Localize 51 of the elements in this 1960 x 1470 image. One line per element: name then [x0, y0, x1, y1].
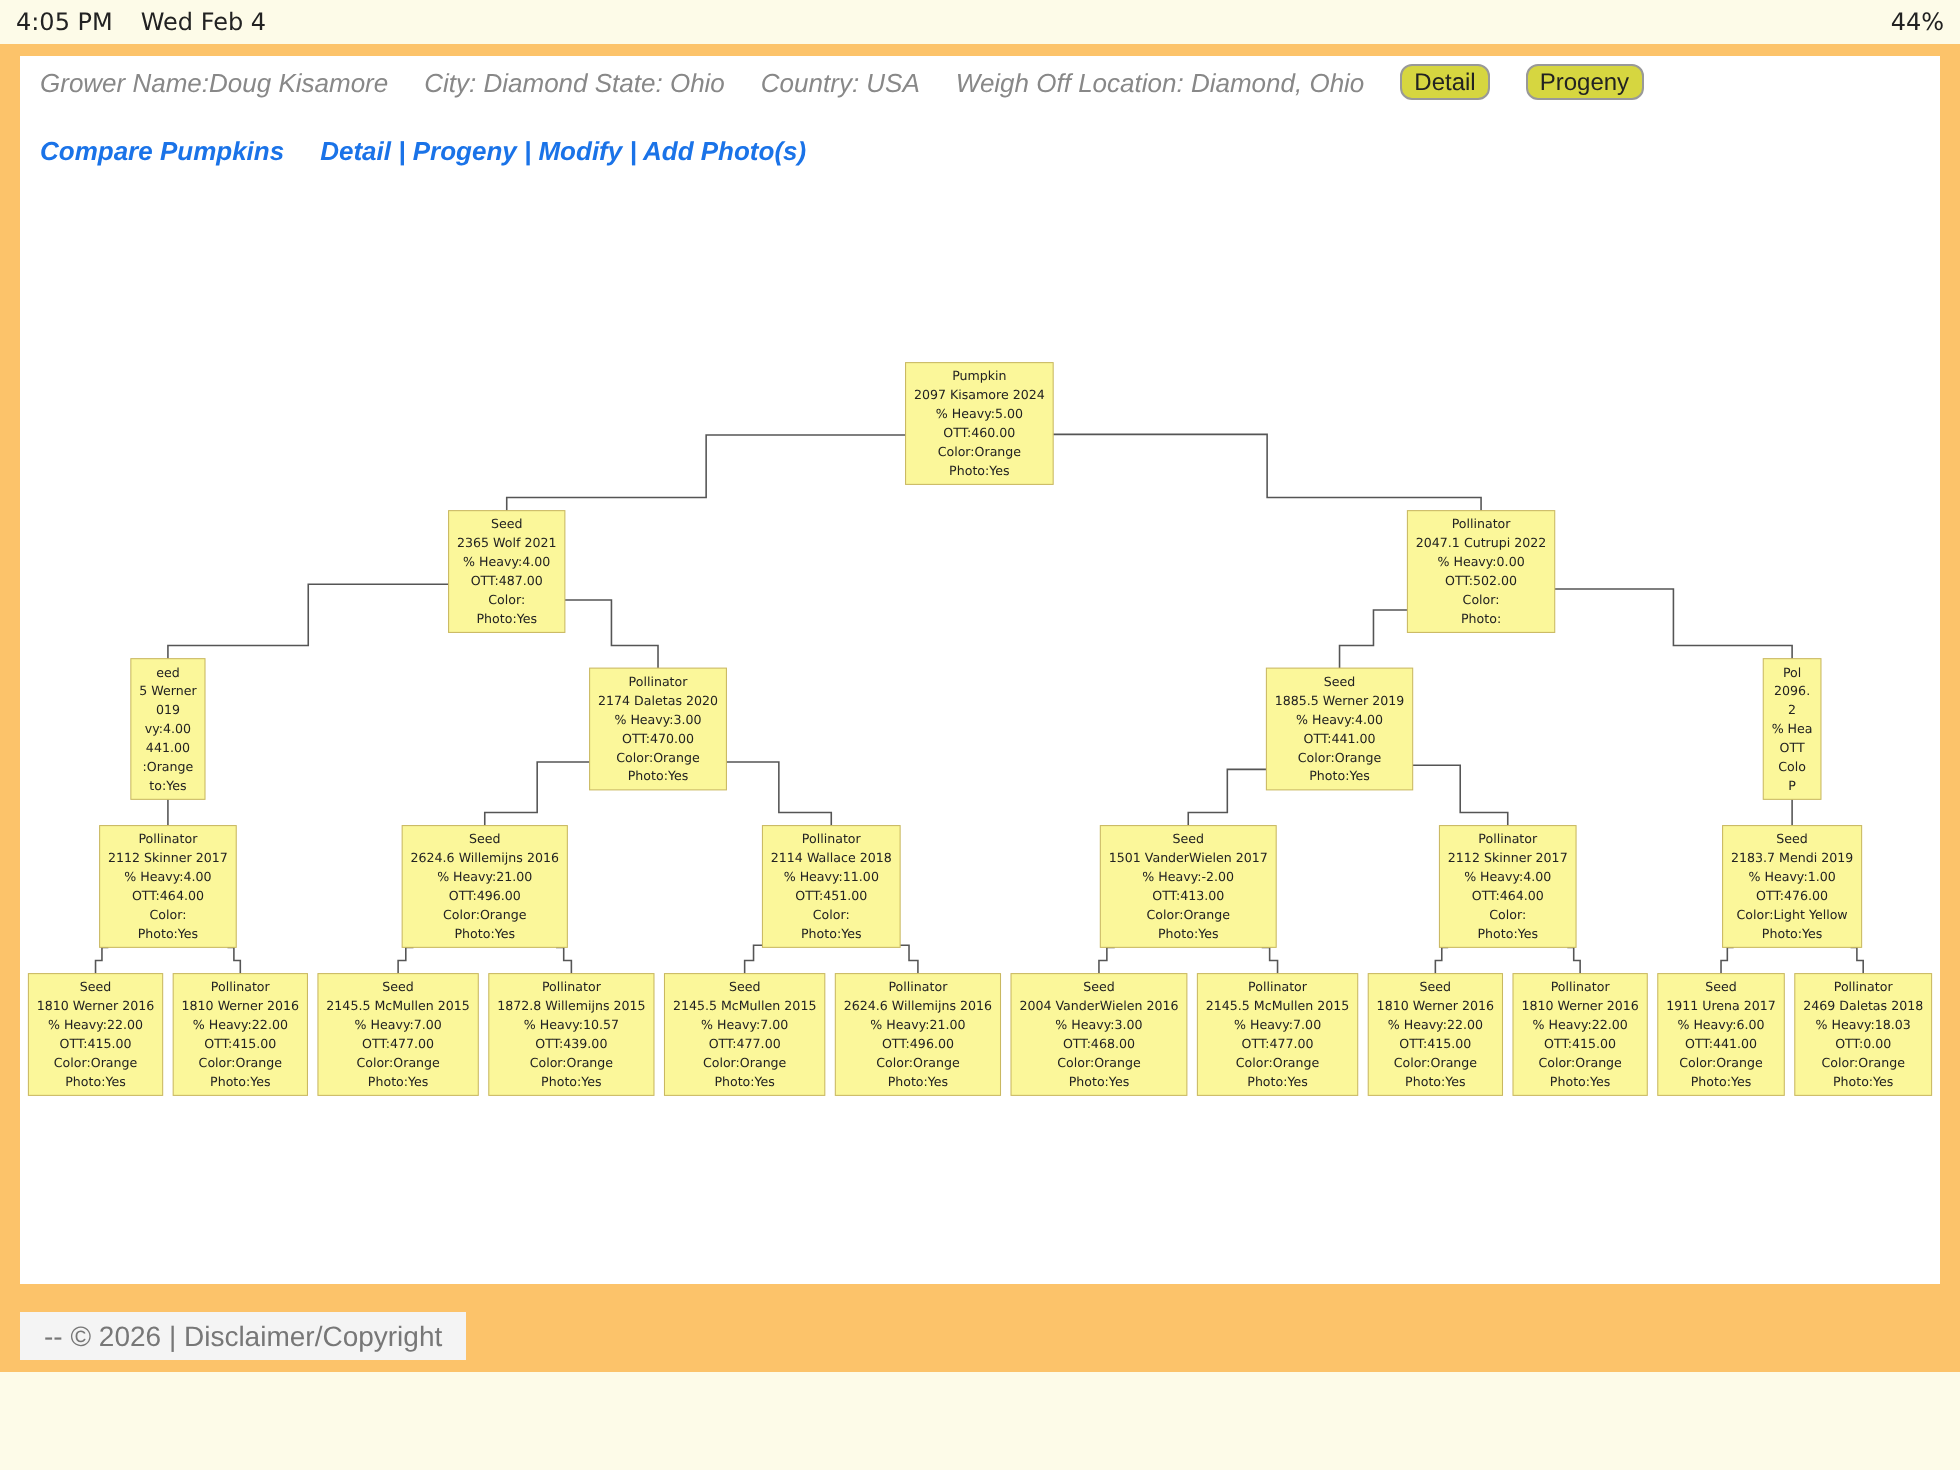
node-box — [589, 667, 727, 791]
action-links: Detail | Progeny | Modify | Add Photo(s) — [320, 136, 807, 166]
node-box — [448, 510, 566, 633]
grower-info: Grower Name:Doug Kisamore — [40, 67, 389, 97]
node-box — [1367, 973, 1504, 1096]
connector — [743, 944, 764, 975]
connector — [1187, 768, 1268, 827]
connector — [1553, 588, 1793, 660]
connector — [1052, 433, 1482, 512]
node-box — [663, 973, 826, 1096]
node-box — [1762, 658, 1822, 800]
location-info: City: Diamond State: Ohio — [424, 67, 725, 97]
connector — [725, 761, 833, 827]
status-time: 4:05 PM — [16, 8, 113, 36]
node-box — [1099, 825, 1277, 948]
node-box — [1722, 825, 1863, 948]
node-box — [905, 362, 1054, 485]
node-box — [488, 973, 655, 1096]
node-box — [172, 973, 308, 1096]
node-box — [99, 825, 237, 948]
node-box — [130, 658, 206, 800]
node-box — [1196, 973, 1359, 1096]
node-box — [1406, 510, 1556, 633]
connector — [1791, 798, 1793, 827]
country-info: Country: USA — [760, 67, 920, 97]
node-box — [317, 973, 479, 1096]
connector — [899, 944, 919, 975]
compare-link: Compare Pumpkins — [40, 136, 285, 166]
connector — [1411, 764, 1509, 827]
battery-level: 44% — [1890, 8, 1944, 36]
status-date: Wed Feb 4 — [140, 8, 267, 36]
connector — [483, 761, 591, 827]
connector — [505, 434, 907, 512]
progeny-button: Progeny — [1525, 64, 1644, 100]
weigh-off-info: Weigh Off Location: Diamond, Ohio — [955, 67, 1365, 97]
node-box — [834, 973, 1002, 1096]
node-box — [1512, 973, 1648, 1096]
node-box — [1657, 973, 1785, 1096]
node-box — [761, 825, 901, 948]
node-box — [1265, 667, 1414, 791]
footer-text: -- © 2026 | Disclaimer/Copyright — [20, 1312, 467, 1360]
connector — [1338, 609, 1409, 669]
node-box — [1010, 973, 1188, 1096]
node-box — [27, 973, 164, 1096]
node-box — [1438, 825, 1577, 948]
detail-button: Detail — [1400, 64, 1490, 100]
connector — [167, 583, 450, 660]
node-box — [401, 825, 568, 948]
connector — [167, 798, 169, 827]
node-box — [1794, 973, 1933, 1096]
connector — [564, 599, 659, 669]
